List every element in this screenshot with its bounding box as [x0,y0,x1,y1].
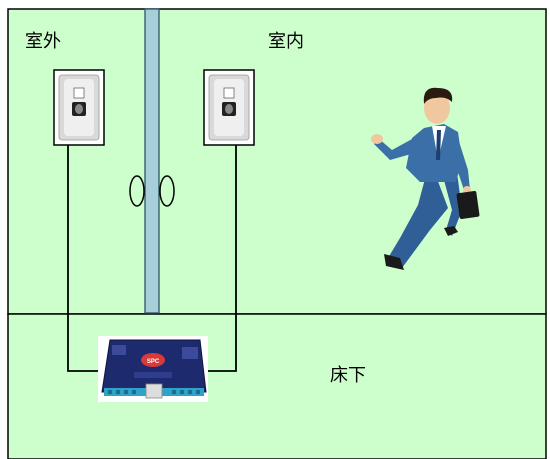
glass-door [144,8,160,314]
label-outdoor: 室外 [25,31,61,52]
wire-outdoor [67,145,104,372]
controller-brand: SPC [147,359,160,365]
fingerprint-reader-icon [53,69,105,146]
fingerprint-reader-icon [203,69,255,146]
wire-indoor [204,145,237,372]
label-indoor: 室内 [268,31,304,52]
door-handle-icon [129,175,175,207]
underfloor-area [7,313,547,459]
label-underfloor: 床下 [330,365,366,386]
controller-board-icon: SPC [98,336,208,402]
walking-businessman-icon [371,87,480,270]
